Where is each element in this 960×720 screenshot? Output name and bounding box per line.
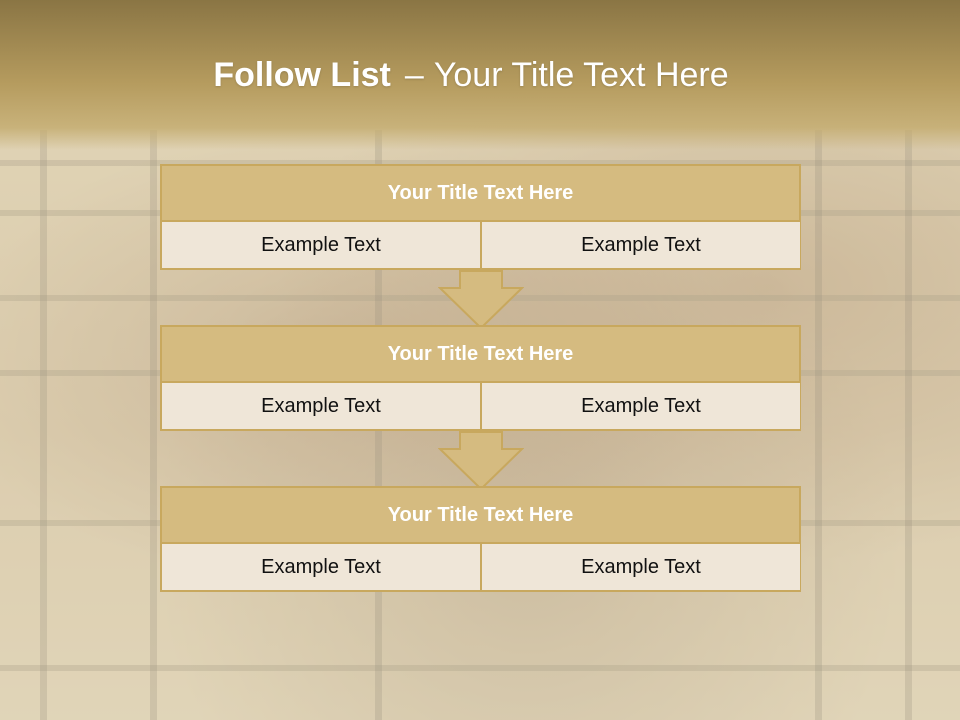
down-arrow-icon [438,270,524,330]
step-right-text: Example Text [482,383,800,429]
step-left-text: Example Text [162,383,482,429]
step-heading: Your Title Text Here [162,327,799,383]
step-left-text: Example Text [162,544,482,590]
step-left-text: Example Text [162,222,482,268]
step-heading: Your Title Text Here [162,166,799,222]
step-right-text: Example Text [482,222,800,268]
title-band [0,0,960,150]
down-arrow-icon [438,431,524,491]
step-block-1: Your Title Text Here Example Text Exampl… [160,164,801,270]
slide-title: Follow List–Your Title Text Here [0,52,942,98]
title-bold: Follow List [213,56,391,94]
title-separator: – [404,56,424,94]
step-block-2: Your Title Text Here Example Text Exampl… [160,325,801,431]
title-rest: Your Title Text Here [433,56,729,94]
step-right-text: Example Text [482,544,800,590]
step-block-3: Your Title Text Here Example Text Exampl… [160,486,801,592]
step-heading: Your Title Text Here [162,488,799,544]
